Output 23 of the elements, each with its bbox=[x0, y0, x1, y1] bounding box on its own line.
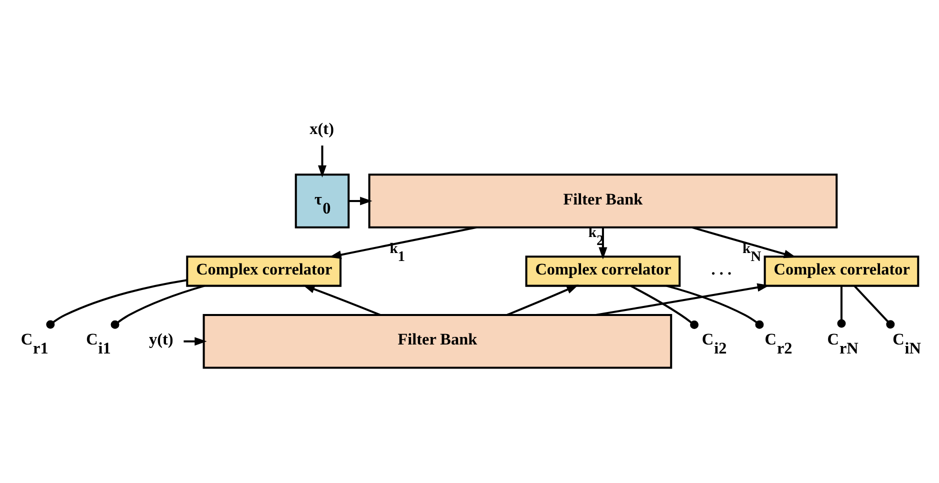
arrow bbox=[598, 227, 608, 259]
node-box: Complex correlator bbox=[764, 255, 920, 286]
arrow bbox=[506, 284, 579, 316]
connector bbox=[837, 285, 846, 328]
label: . . . bbox=[711, 260, 732, 278]
connector bbox=[110, 284, 205, 328]
connector bbox=[46, 278, 188, 328]
connector bbox=[854, 284, 895, 328]
arrow bbox=[348, 196, 372, 205]
connector bbox=[630, 284, 699, 329]
arrow bbox=[329, 226, 477, 258]
arrow bbox=[596, 282, 770, 316]
node-text: y(t) bbox=[149, 330, 174, 348]
node-box: Complex correlator bbox=[186, 255, 342, 286]
arrow bbox=[302, 284, 381, 316]
node-box: Complex correlator bbox=[525, 255, 681, 286]
arrow bbox=[318, 145, 327, 178]
arrow bbox=[184, 336, 207, 346]
node-box: Filter Bank bbox=[202, 314, 672, 368]
arrow bbox=[692, 226, 796, 258]
connector bbox=[666, 284, 764, 328]
node-box: Filter Bank bbox=[368, 173, 838, 228]
node-text: x(t) bbox=[310, 120, 334, 138]
